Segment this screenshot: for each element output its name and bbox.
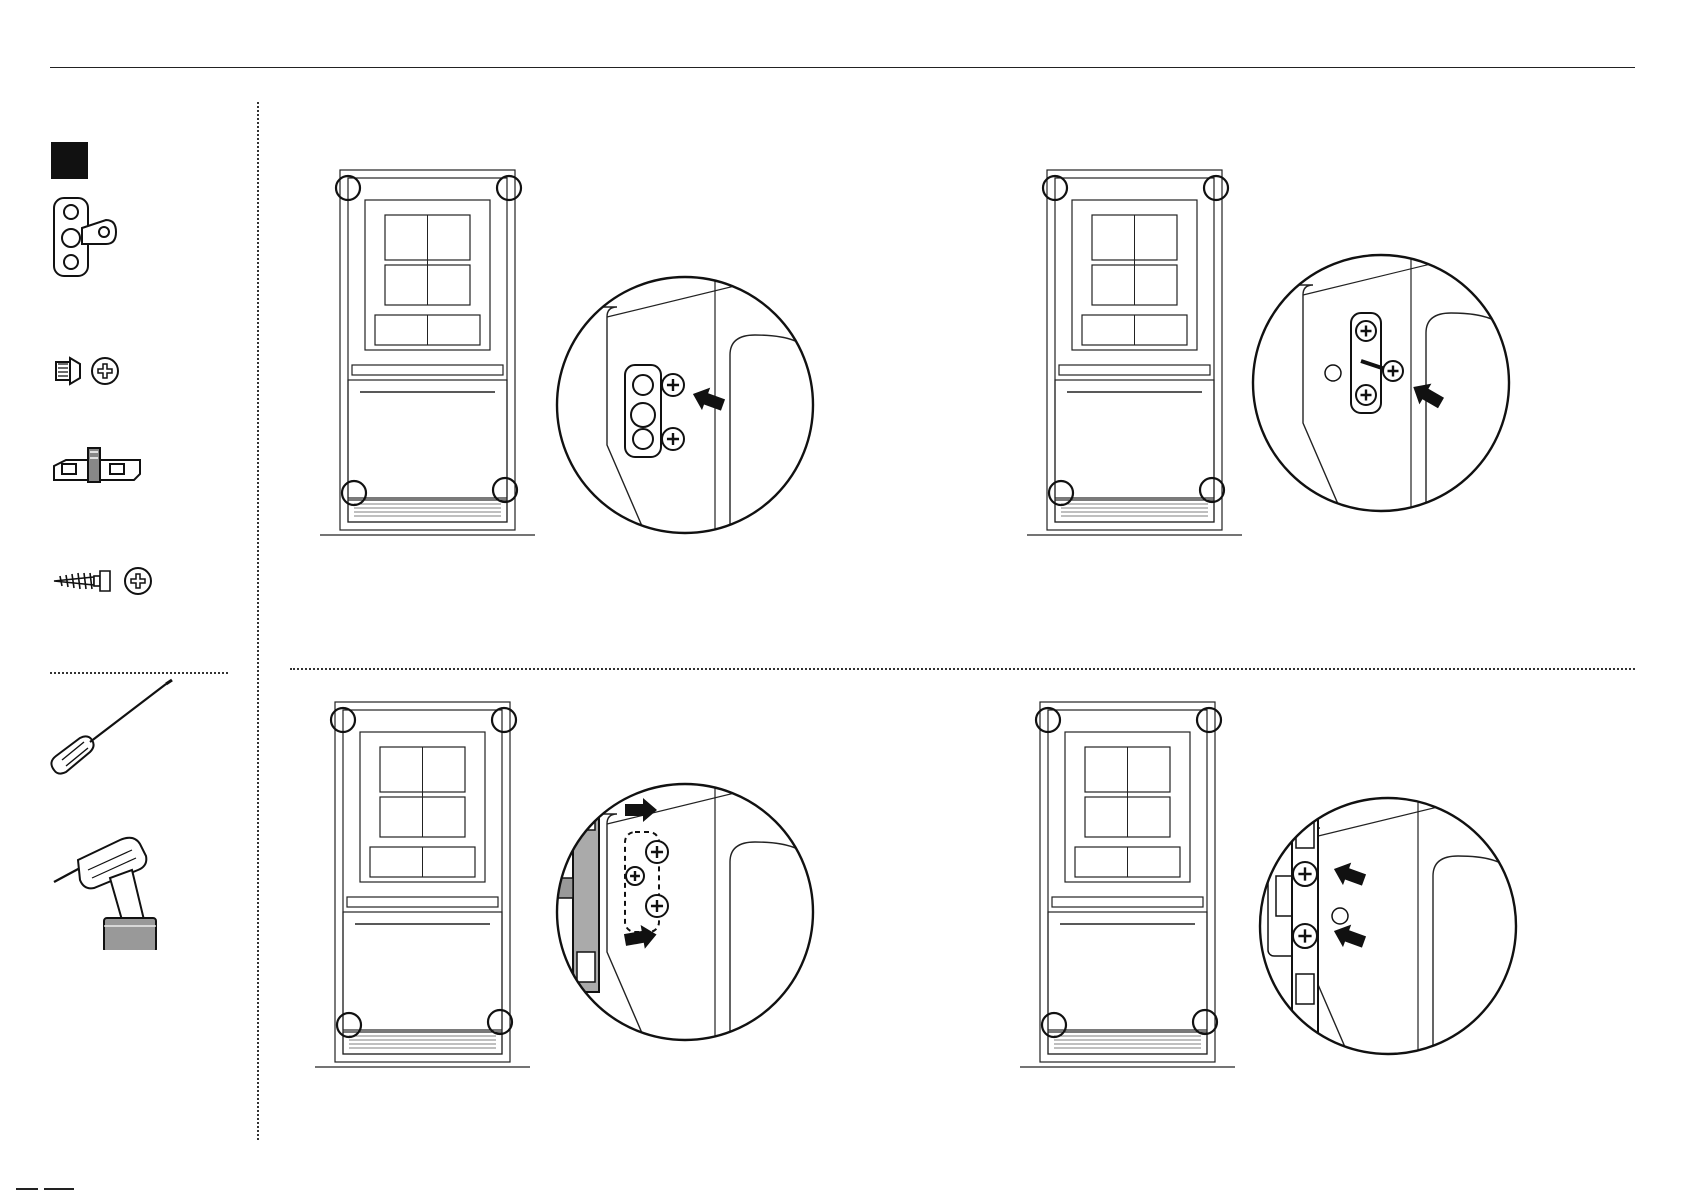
detail-callout-circle (557, 277, 813, 533)
middle-rail (1059, 365, 1210, 375)
spacer-window (577, 800, 595, 830)
direction-arrow-icon (1330, 920, 1368, 953)
mounting-hole (1325, 365, 1341, 381)
detail-view (557, 267, 813, 533)
corner-callout-circle (497, 176, 521, 200)
cabinet-wall (1253, 285, 1341, 511)
instruction-panel-step-d (1020, 702, 1516, 1067)
freezer-drawer (1048, 912, 1207, 1030)
corner-callout-circle (1204, 176, 1228, 200)
bracket-hole (633, 375, 653, 395)
corner-callout-circle (1197, 708, 1221, 732)
toe-kick (1055, 500, 1214, 522)
door-handle-recess (730, 335, 813, 533)
corner-callout-circle (342, 481, 366, 505)
middle-rail (347, 897, 498, 907)
middle-rail (1052, 897, 1203, 907)
corner-callout-circle (1042, 1013, 1066, 1037)
bracket-hole (633, 429, 653, 449)
instruction-panel-step-a (320, 170, 813, 535)
detail-view (1253, 245, 1509, 511)
cabinet-edge (1303, 245, 1509, 295)
footer-mark (16, 1188, 38, 1190)
freezer-drawer (348, 380, 507, 498)
direction-arrow-icon (1330, 858, 1368, 891)
cabinet-edge (1310, 788, 1516, 838)
toe-kick (343, 1032, 502, 1054)
instruction-panel-step-b (1027, 170, 1509, 535)
detail-view (547, 774, 813, 1040)
mounting-hole (1332, 908, 1348, 924)
direction-arrow-icon (689, 383, 727, 416)
door-handle-recess (1426, 313, 1509, 511)
direction-arrow-icon (1407, 377, 1447, 414)
toe-kick (1048, 1032, 1207, 1054)
spacer-window (577, 952, 595, 982)
instruction-panel-step-c (315, 702, 813, 1067)
corner-callout-circle (1049, 481, 1073, 505)
toe-kick (348, 500, 507, 522)
corner-callout-circle (492, 708, 516, 732)
cabinet-edge (607, 267, 813, 317)
freezer-drawer (343, 912, 502, 1030)
spacer-window (1296, 974, 1314, 1004)
door-handle-recess (730, 842, 813, 1040)
corner-callout-circle (337, 1013, 361, 1037)
middle-rail (352, 365, 503, 375)
bracket-hole (631, 403, 655, 427)
detail-view (1260, 788, 1516, 1054)
freezer-drawer (1055, 380, 1214, 498)
footer-mark (44, 1188, 74, 1190)
cabinet-edge (607, 774, 813, 824)
door-handle-recess (1433, 856, 1516, 1054)
